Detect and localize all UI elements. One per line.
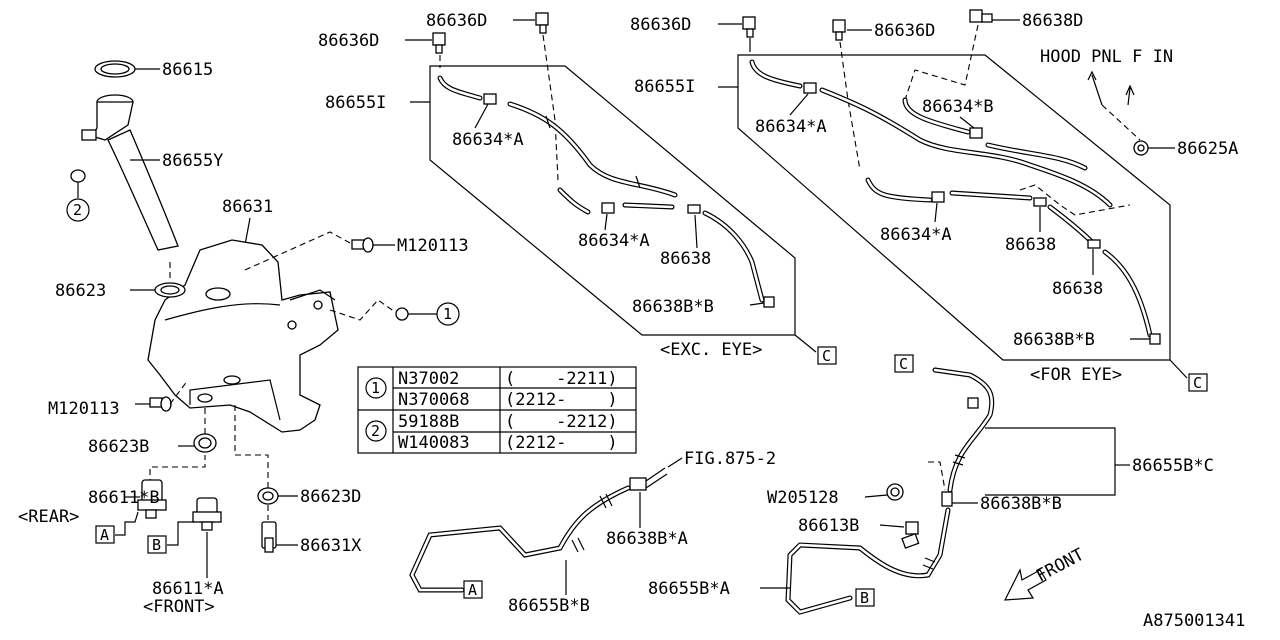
label-86611A: 86611*A [152,579,224,599]
diagram-id: A875001341 [1143,611,1245,631]
callout-C-exc-eye [817,346,837,365]
label-86638BB-right: 86638B*B [1013,330,1095,350]
callout-A-pump [95,525,115,544]
label-86625A: 86625A [1177,139,1238,159]
table-row-part: 59188B [398,412,459,432]
label-86638-left: 86638 [660,249,711,269]
table-row-range: ( -2211) [505,369,618,389]
label-front-arrow: FRONT [1033,545,1088,587]
label-exc-eye: <EXC. EYE> [660,340,762,360]
label-86636D-c: 86636D [630,15,691,35]
label-86638BB-bottom: 86638B*B [980,494,1062,514]
table-row-part: N370068 [398,390,470,410]
label-86655I-right: 86655I [634,77,695,97]
connector-86638BB-bottom [941,491,953,507]
label-86623B: 86623B [88,437,149,457]
label-86611B: 86611*B [88,488,160,508]
bracket-86613B [901,521,920,549]
nozzle-86636D-a [535,12,549,34]
washer-tank-86631 [147,239,339,433]
callout-B-bottom-text: B [860,589,869,607]
parts-table: 1 2 N37002 ( -2211) N370068 (2212- ) 591… [357,366,637,454]
exc-eye-outline [429,65,796,336]
label-86634A-left2: 86634*A [578,231,650,251]
label-86623: 86623 [55,281,106,301]
nozzle-86638D [969,9,993,23]
table-row-part: N37002 [398,369,459,389]
table-ref-1: 1 [371,379,380,397]
small-nut [70,169,86,198]
table-ref-2: 2 [371,422,380,440]
nozzle-86636D-b [432,32,446,54]
label-W205128: W205128 [767,488,839,508]
table-row-part: W140083 [398,433,470,453]
label-86638BB-left: 86638B*B [632,297,714,317]
callout-C-exc-eye-text: C [822,347,831,365]
label-86655BB: 86655B*B [508,596,590,616]
callout-B-pump-text: B [152,536,161,554]
label-86655BA: 86655B*A [648,579,730,599]
connector-86638BA [629,467,668,491]
nozzle-86636D-c [742,16,756,38]
callout-C-for-eye [1188,373,1208,392]
label-86636D-b: 86636D [318,31,379,51]
callout-C-bottom-text: C [899,355,908,373]
label-86655BC: 86655B*C [1132,456,1214,476]
nozzle-86636D-d [832,19,846,41]
pump-86611A-front [192,497,222,531]
front-arrow-icon [1003,568,1047,601]
label-86655I-left: 86655I [325,93,386,113]
label-86634A-right2: 86634*A [880,225,952,245]
label-86636D-d: 86636D [874,21,935,41]
table-row-range: (2212- ) [505,390,618,410]
callout-B-pump [147,535,167,554]
callout-A-bottom [463,580,483,599]
hose-group-for-eye [749,59,1161,345]
hose-group-exc-eye [437,75,775,308]
label-86638BA: 86638B*A [606,529,688,549]
label-86615: 86615 [162,60,213,80]
callout-2-left-text: 2 [73,201,82,219]
label-86631: 86631 [222,197,273,217]
label-86631X: 86631X [300,536,362,556]
filler-neck [81,94,179,251]
label-86634A-left1: 86634*A [452,130,524,150]
pump-86611B-rear [137,479,167,519]
callout-B-bottom [855,588,875,607]
label-for-eye: <FOR EYE> [1030,365,1122,385]
label-rear: <REAR> [18,507,79,527]
table-row-range: (2212- ) [505,433,618,453]
label-86655Y: 86655Y [162,151,223,171]
bolt-m120113-left [149,396,172,412]
callout-C-bottom [894,354,914,373]
label-86634B: 86634*B [922,97,994,117]
label-M120113-left: M120113 [48,399,120,419]
label-fig-ref: FIG.875-2 [684,449,776,469]
callout-1-tank [436,302,460,326]
sensor-86631X [261,521,277,553]
callout-A-bottom-text: A [468,581,477,599]
hose-86655BC [932,367,995,493]
label-hood-note: HOOD PNL F IN [1040,47,1173,67]
callout-2-left [66,198,90,222]
table-row-range: ( -2212) [505,412,618,432]
nut-ref-1 [395,307,409,321]
callout-C-for-eye-text: C [1193,374,1202,392]
label-M120113-top: M120113 [397,236,469,256]
label-front: <FRONT> [143,597,215,617]
label-86638-right1: 86638 [1005,235,1056,255]
label-86638D: 86638D [1022,11,1083,31]
hose-86655BA [785,507,951,615]
label-86613B: 86613B [798,516,859,536]
callout-A-pump-text: A [100,526,109,544]
bolt-m120113-top [351,237,374,253]
label-86634A-right1: 86634*A [755,117,827,137]
label-86636D-a: 86636D [426,11,487,31]
filler-cap-ring [94,60,136,78]
label-86638-right2: 86638 [1052,279,1103,299]
callout-1-tank-text: 1 [443,305,452,323]
label-86623D: 86623D [300,487,361,507]
hose-86655BB [409,485,631,593]
